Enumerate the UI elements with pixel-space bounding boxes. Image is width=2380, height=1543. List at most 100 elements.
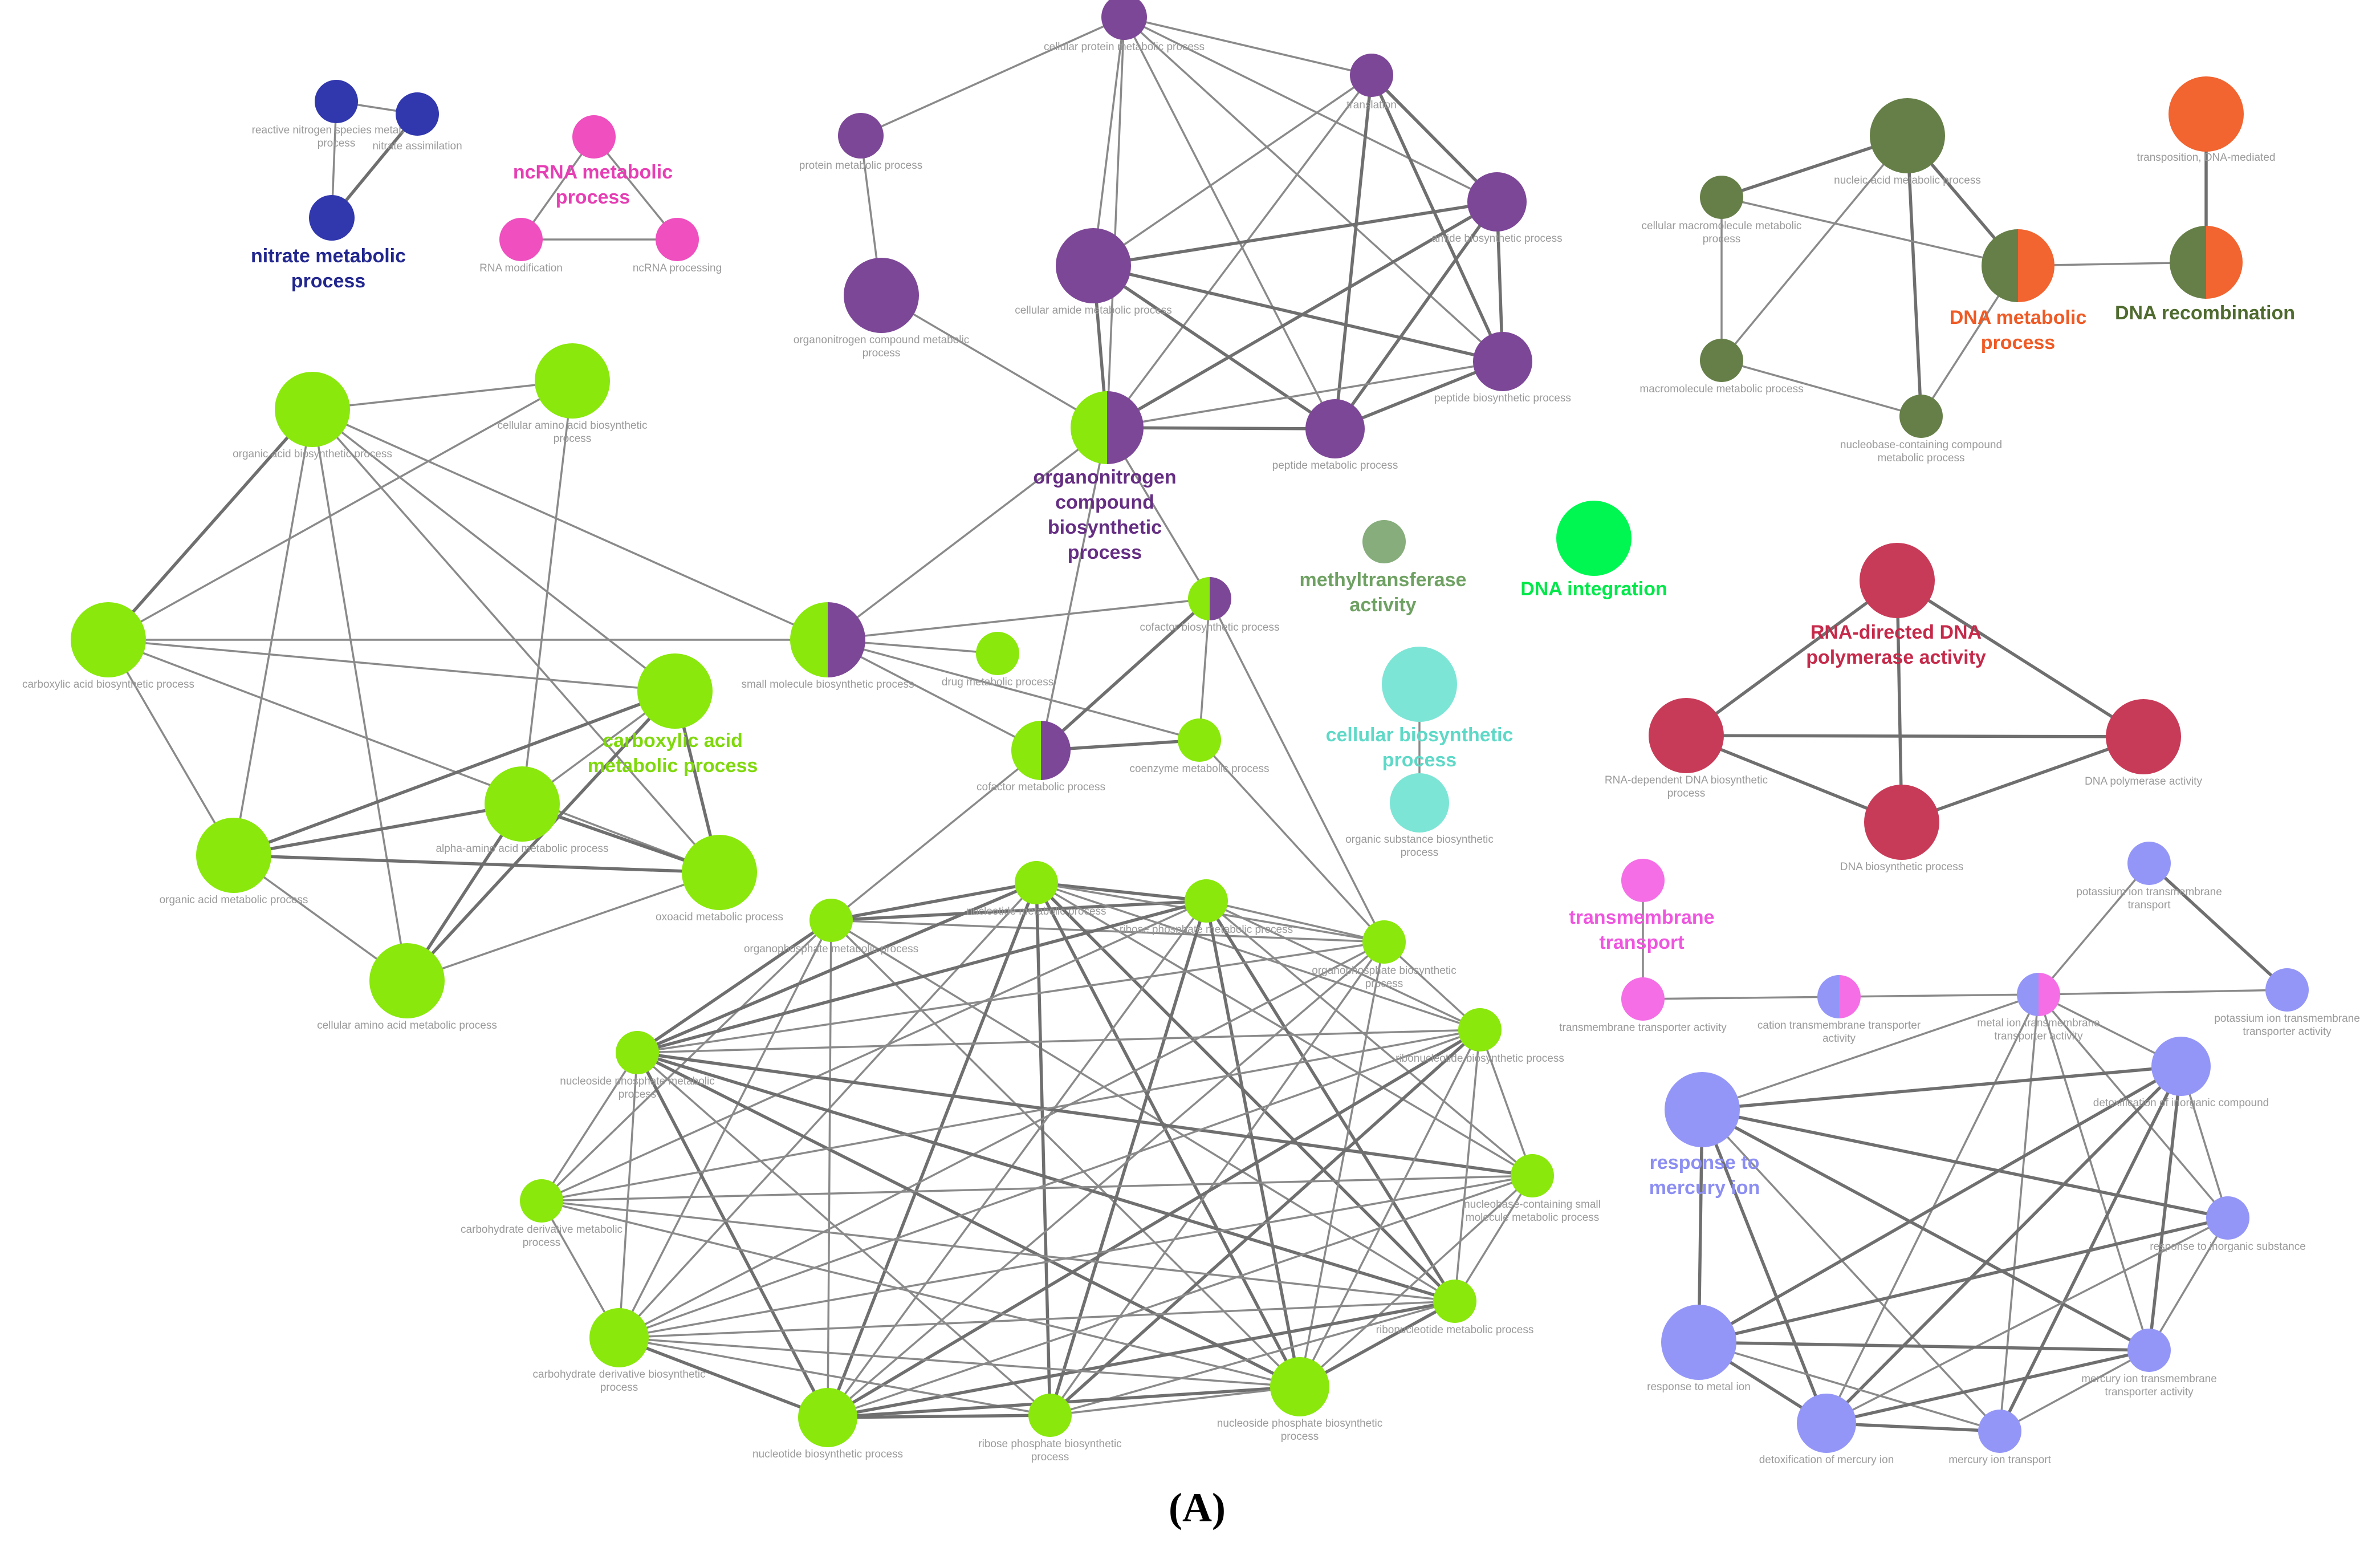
node-cofmeta[interactable]: cofactor metabolic process <box>977 721 1105 793</box>
node-tmact[interactable]: transmembrane transporter activity <box>1559 977 1727 1034</box>
node-label-line: carboxylic acid biosynthetic process <box>22 679 194 691</box>
node-orgbio[interactable] <box>1071 391 1144 464</box>
node-ncrnaproc[interactable]: ncRNA processing <box>633 218 722 274</box>
node-circle <box>1390 773 1449 833</box>
node-respinorg[interactable]: response to inorganic substance <box>2150 1196 2306 1253</box>
node-protmeta[interactable]: protein metabolic process <box>799 113 923 172</box>
node-nucleotidebio[interactable]: nucleotide biosynthetic process <box>752 1388 903 1460</box>
node-cellamide[interactable]: cellular amide metabolic process <box>1015 228 1172 316</box>
node-label-line: process <box>1667 787 1706 799</box>
node-macro[interactable]: macromolecule metabolic process <box>1639 339 1804 395</box>
edge-orgacidbio-oxoacid <box>311 408 721 874</box>
node-smallmol[interactable]: small molecule biosynthetic process <box>741 602 914 691</box>
node-carboxbio[interactable]: carboxylic acid biosynthetic process <box>22 602 194 691</box>
node-respmetal[interactable]: response to metal ion <box>1647 1305 1751 1393</box>
node-label: cofactor biosynthetic process <box>1140 622 1279 634</box>
node-dnaint[interactable] <box>1556 501 1632 576</box>
node-nitmeta[interactable] <box>309 195 355 241</box>
node-cellbio[interactable] <box>1382 647 1457 722</box>
node-carboxmeta[interactable] <box>637 653 713 729</box>
node-mercury[interactable] <box>1665 1072 1740 1147</box>
edge-ncrnameta-ncrnaproc <box>593 136 678 241</box>
node-dnameta[interactable] <box>1982 229 2054 302</box>
node-amidebio[interactable]: amide biosynthetic process <box>1431 172 1563 245</box>
edge-cellprot-peptmeta <box>1123 17 1336 429</box>
node-nucacid[interactable]: nucleic acid metabolic process <box>1834 98 1981 186</box>
node-dnabio[interactable]: DNA biosynthetic process <box>1840 785 1964 873</box>
node-rnamod[interactable]: RNA modification <box>479 218 563 274</box>
edge-mercury-hgtmact <box>1701 1108 2150 1352</box>
edge-cellprot-orgbio <box>1106 17 1125 428</box>
edge-smallmol-orgbio <box>827 427 1108 641</box>
node-circle <box>1270 1357 1329 1416</box>
node-orgacidmeta[interactable]: organic acid metabolic process <box>160 818 308 906</box>
node-circle <box>616 1031 659 1074</box>
node-circle <box>2127 842 2171 885</box>
node-transp[interactable]: transposition, DNA-mediated <box>2137 76 2276 164</box>
node-circle <box>1797 1394 1856 1453</box>
node-orgphosmeta[interactable]: organophosphate metabolic process <box>744 899 918 955</box>
node-label-line: ribonucleotide biosynthetic process <box>1396 1053 1564 1065</box>
node-label-line: organophosphate biosynthetic <box>1312 965 1457 977</box>
node-ribonucmeta[interactable]: ribonucleotide metabolic process <box>1376 1280 1534 1336</box>
node-half-right <box>828 602 865 677</box>
edge-cellmacro-dnameta <box>1721 196 2019 267</box>
node-coenz[interactable]: coenzyme metabolic process <box>1130 718 1270 775</box>
node-methyl[interactable] <box>1362 520 1406 563</box>
node-label-line: organic acid biosynthetic process <box>233 448 392 460</box>
group-label-line: organonitrogen <box>1033 466 1176 488</box>
node-label-line: ribose phosphate biosynthetic <box>978 1438 1121 1450</box>
edge-cellprot-cellamide <box>1092 17 1125 266</box>
node-dnarecomb[interactable] <box>2170 226 2243 299</box>
node-ribonucbio[interactable]: ribonucleotide biosynthetic process <box>1396 1008 1564 1065</box>
node-nucleotidemeta[interactable]: nucleotide metabolic process <box>966 861 1106 917</box>
node-hgtrans[interactable]: mercury ion transport <box>1948 1410 2051 1466</box>
node-cellprot[interactable]: cellular protein metabolic process <box>1044 0 1205 53</box>
node-dnapol[interactable]: DNA polymerase activity <box>2085 699 2202 787</box>
node-rnadir[interactable] <box>1860 543 1935 618</box>
node-drug[interactable]: drug metabolic process <box>942 632 1053 688</box>
node-detoxinorg[interactable]: detoxification of inorganic compound <box>2093 1037 2269 1109</box>
node-alphaaa[interactable]: alpha-amino acid metabolic process <box>436 766 609 855</box>
node-peptbio[interactable]: peptide biosynthetic process <box>1434 332 1571 404</box>
node-label-line: process <box>1031 1451 1069 1463</box>
node-ncrnameta[interactable] <box>572 115 616 159</box>
node-peptmeta[interactable]: peptide metabolic process <box>1272 399 1398 472</box>
node-orgacidbio[interactable]: organic acid biosynthetic process <box>233 372 392 460</box>
node-label: cellular amino acid metabolic process <box>317 1020 497 1032</box>
edge-mercury-detoxhg <box>1700 1108 1828 1424</box>
node-ribosephosmeta[interactable]: ribose phosphate metabolic process <box>1120 879 1293 936</box>
node-oxoacid[interactable]: oxoacid metabolic process <box>656 835 783 923</box>
node-nitass[interactable]: nitrate assimilation <box>372 92 462 152</box>
node-detoxhg[interactable]: detoxification of mercury ion <box>1759 1394 1894 1466</box>
group-label-line: transmembrane <box>1569 907 1714 928</box>
node-circle <box>1621 859 1665 902</box>
edge-orgphosmeta-nucleotidebio <box>827 920 832 1418</box>
node-tmtrans[interactable] <box>1621 859 1665 902</box>
node-cofbio[interactable]: cofactor biosynthetic process <box>1140 577 1280 634</box>
node-transl[interactable]: translation <box>1346 54 1397 111</box>
node-cellaameta[interactable]: cellular amino acid metabolic process <box>317 943 497 1032</box>
